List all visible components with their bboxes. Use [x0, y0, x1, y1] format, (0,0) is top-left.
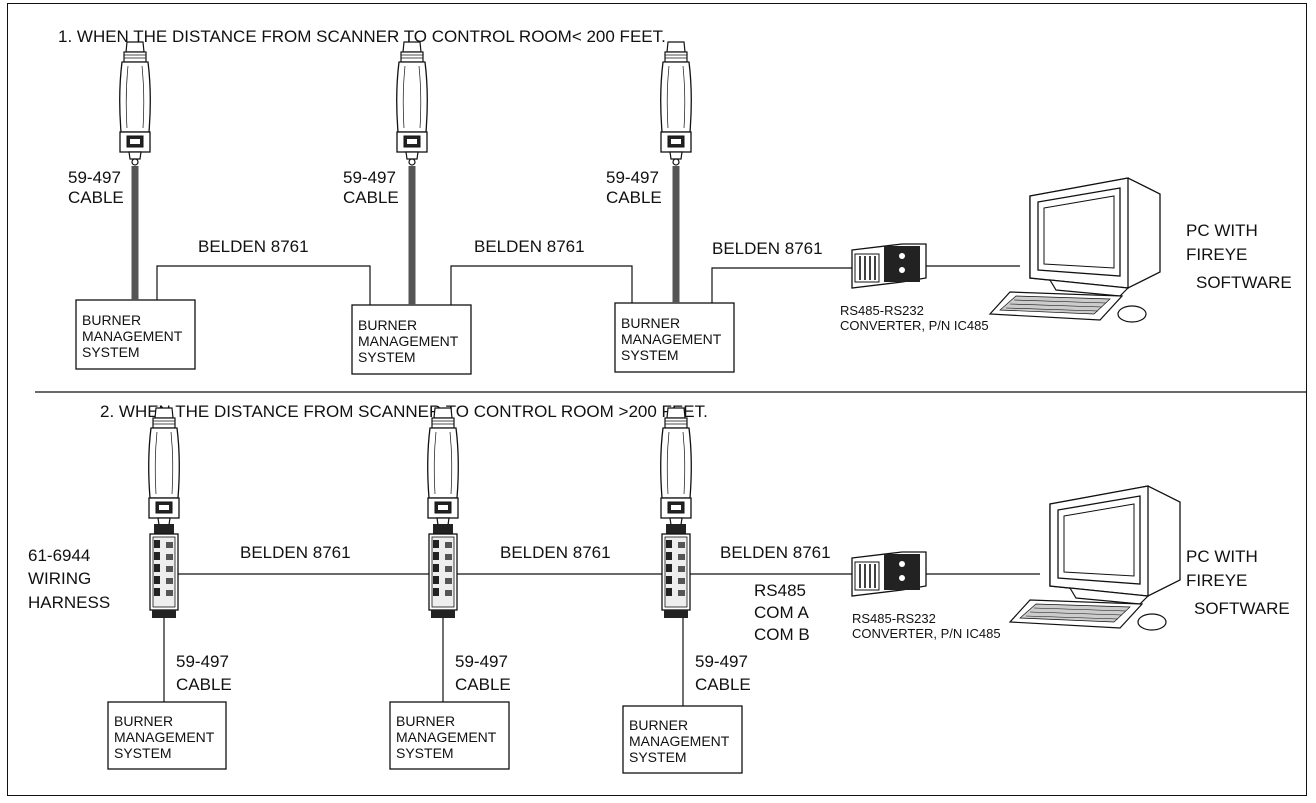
belden-label: BELDEN 8761 [240, 543, 351, 562]
belden-wire [156, 265, 371, 305]
flame-scanner-icon [427, 407, 459, 532]
cable-label: CABLE [68, 188, 124, 207]
belden-label: BELDEN 8761 [198, 237, 309, 256]
wiring-harness-icon [149, 523, 179, 619]
converter-label: RS485-RS232 [852, 611, 936, 626]
belden-label: BELDEN 8761 [474, 237, 585, 256]
bms-label: MANAGEMENT [629, 733, 730, 749]
belden-wire [711, 267, 852, 303]
bms-label: MANAGEMENT [358, 333, 459, 349]
converter-icon [851, 551, 927, 597]
bms-label: MANAGEMENT [82, 328, 183, 344]
bms-label: BURNER [358, 317, 417, 333]
cable-label: 59-497 [455, 652, 508, 671]
bms-label: BURNER [82, 312, 141, 328]
flame-scanner-icon [119, 41, 151, 166]
pc-label: FIREYE [1186, 571, 1247, 590]
pc-icon [1009, 485, 1181, 631]
pc-label: FIREYE [1186, 245, 1247, 264]
section-2-title: 2. WHEN THE DISTANCE FROM SCANNER TO CON… [100, 402, 708, 421]
cable-label: 59-497 [606, 168, 659, 187]
cable-label: CABLE [343, 188, 399, 207]
bms-box [622, 705, 743, 774]
pc-label: PC WITH [1186, 221, 1258, 240]
wiring-harness-icon [428, 523, 458, 619]
wiring-harness-icon [661, 523, 691, 619]
pc-label: PC WITH [1186, 547, 1258, 566]
diagram-frame [7, 3, 1307, 796]
converter-label: CONVERTER, P/N IC485 [840, 318, 989, 333]
belden-label: BELDEN 8761 [500, 543, 611, 562]
flame-scanner-icon [660, 407, 692, 532]
flame-scanner-icon [148, 407, 180, 532]
bms-label: MANAGEMENT [621, 331, 722, 347]
cable-label: CABLE [176, 675, 232, 694]
rs485-label: RS485 [754, 581, 806, 600]
bms-box [614, 302, 735, 373]
bms-box [107, 701, 227, 770]
rs485-label: COM B [754, 625, 810, 644]
harness-label: WIRING [28, 569, 91, 588]
pc-label: SOFTWARE [1194, 599, 1290, 618]
belden-label: BELDEN 8761 [720, 543, 831, 562]
cable-label: CABLE [695, 675, 751, 694]
section-1: 1. WHEN THE DISTANCE FROM SCANNER TO CON… [58, 27, 1292, 375]
cable-label: 59-497 [343, 168, 396, 187]
pc-icon [989, 177, 1161, 323]
bms-label: MANAGEMENT [114, 729, 215, 745]
section-1-title: 1. WHEN THE DISTANCE FROM SCANNER TO CON… [58, 27, 666, 46]
pc-label: SOFTWARE [1196, 273, 1292, 292]
bms-label: SYSTEM [629, 749, 687, 765]
flame-scanner-icon [396, 41, 428, 166]
harness-label: 61-6944 [28, 546, 90, 565]
bms-box [389, 701, 510, 770]
bms-label: SYSTEM [621, 347, 679, 363]
cable-label: CABLE [606, 188, 662, 207]
cable-label: 59-497 [695, 652, 748, 671]
harness-label: HARNESS [28, 593, 110, 612]
converter-icon [851, 243, 927, 289]
rs485-label: COM A [754, 603, 809, 622]
bms-label: BURNER [629, 717, 688, 733]
bms-label: BURNER [114, 713, 173, 729]
bms-label: SYSTEM [114, 745, 172, 761]
cable-label: 59-497 [176, 652, 229, 671]
belden-wire [450, 265, 633, 305]
section-2: 2. WHEN THE DISTANCE FROM SCANNER TO CON… [28, 402, 1290, 774]
belden-label: BELDEN 8761 [712, 239, 823, 258]
bms-label: SYSTEM [358, 349, 416, 365]
converter-label: RS485-RS232 [840, 303, 924, 318]
bms-label: SYSTEM [82, 344, 140, 360]
converter-label: CONVERTER, P/N IC485 [852, 626, 1001, 641]
flame-scanner-icon [660, 41, 692, 166]
bms-label: BURNER [396, 713, 455, 729]
bms-label: BURNER [621, 315, 680, 331]
cable-label: CABLE [455, 675, 511, 694]
bms-label: SYSTEM [396, 745, 454, 761]
bms-box [75, 299, 196, 370]
cable-label: 59-497 [68, 168, 121, 187]
bms-label: MANAGEMENT [396, 729, 497, 745]
